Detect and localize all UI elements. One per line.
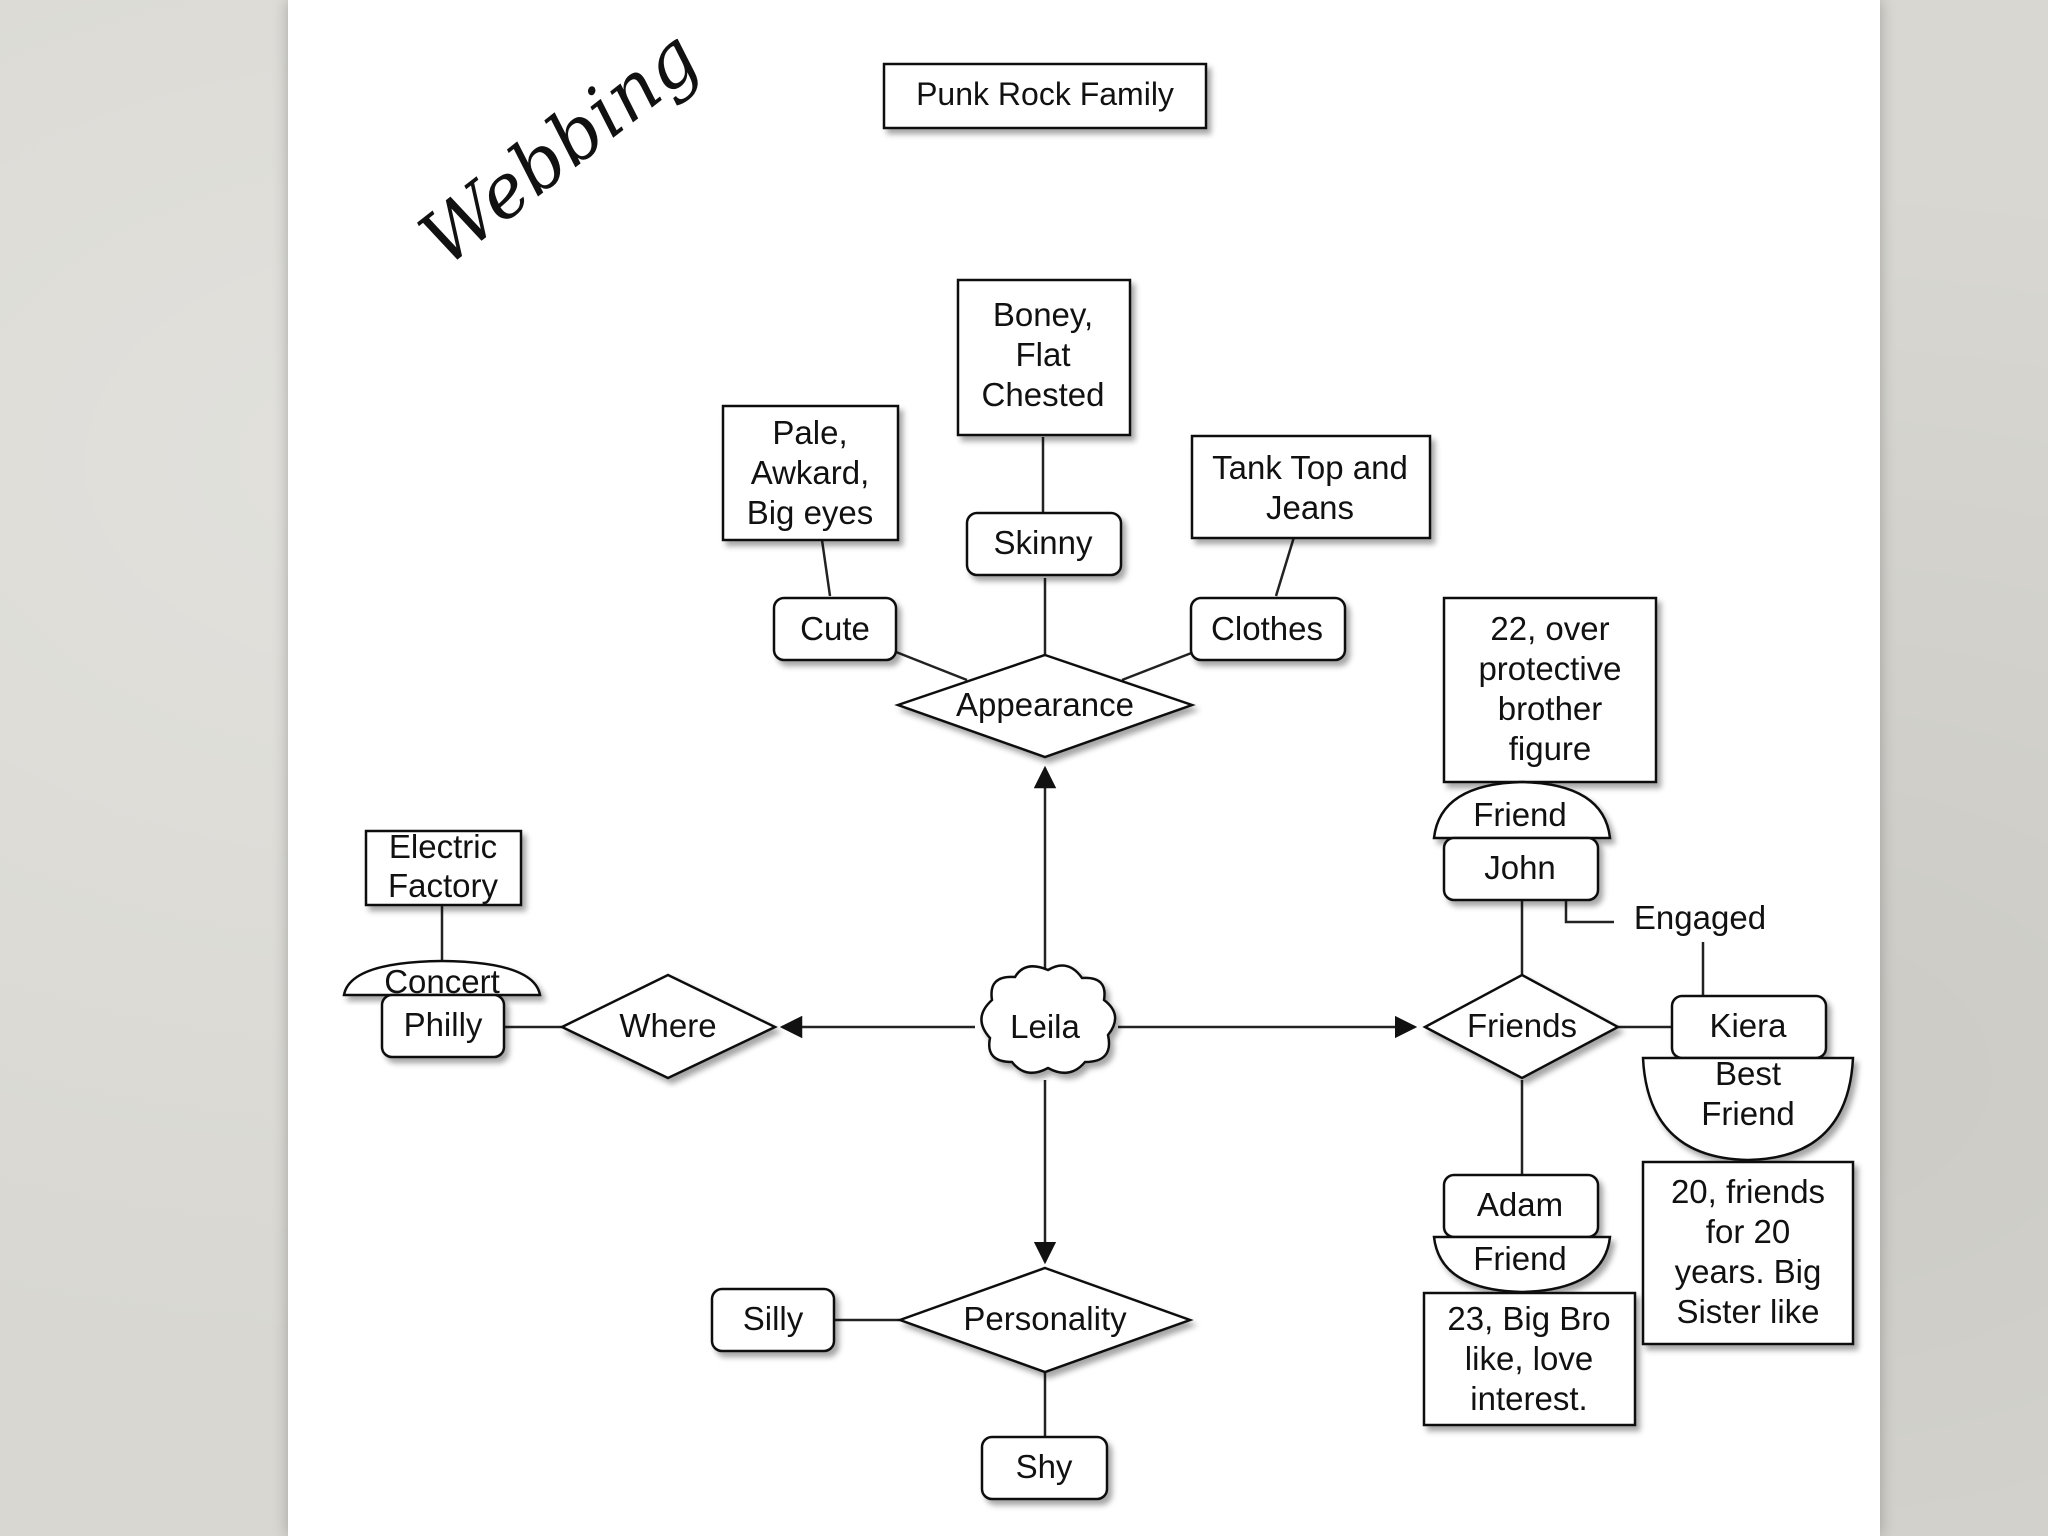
shy-node-label: Shy <box>1016 1448 1073 1485</box>
center-node-label: Leila <box>1010 1008 1080 1045</box>
link-appearance-cute <box>895 650 968 682</box>
venue-detail-line-1: Electric <box>389 828 497 865</box>
kiera-role-line-1: Best <box>1715 1055 1781 1092</box>
cute-detail-line-3: Big eyes <box>747 494 874 531</box>
where-hub[interactable]: Where <box>559 973 778 1080</box>
link-cute-detail <box>820 539 832 597</box>
adam-detail-box: 23, Big Bro like, love interest. <box>1422 1291 1637 1427</box>
kiera-node[interactable]: Kiera <box>1670 994 1828 1060</box>
john-node[interactable]: John <box>1442 836 1600 902</box>
silly-node[interactable]: Silly <box>710 1287 836 1353</box>
adam-role-label: Friend <box>1473 1240 1567 1277</box>
clothes-node-label: Clothes <box>1211 610 1323 647</box>
john-detail-line-1: 22, over <box>1490 610 1609 647</box>
john-detail-line-2: protective <box>1478 650 1621 687</box>
personality-hub-label: Personality <box>963 1300 1127 1337</box>
philly-node-label: Philly <box>404 1006 483 1043</box>
kiera-node-label: Kiera <box>1709 1007 1787 1044</box>
venue-detail-box: Electric Factory <box>364 828 523 907</box>
link-clothes-detail <box>1274 536 1296 597</box>
appearance-hub-label: Appearance <box>956 686 1134 723</box>
center-node-leila[interactable]: Leila <box>980 964 1117 1075</box>
cute-node[interactable]: Cute <box>772 596 898 662</box>
engaged-label: Engaged <box>1634 899 1766 936</box>
adam-detail-line-3: interest. <box>1470 1380 1587 1417</box>
adam-detail-line-1: 23, Big Bro <box>1447 1300 1610 1337</box>
skinny-node-label: Skinny <box>993 524 1093 561</box>
kiera-detail-line-2: for 20 <box>1706 1213 1790 1250</box>
skinny-node[interactable]: Skinny <box>965 511 1123 577</box>
kiera-detail-line-3: years. Big <box>1675 1253 1822 1290</box>
skinny-detail-line-3: Chested <box>982 376 1105 413</box>
connectors <box>440 437 1705 1436</box>
link-appearance-clothes <box>1121 650 1195 682</box>
shy-node[interactable]: Shy <box>980 1435 1109 1501</box>
skinny-detail-box: Boney, Flat Chested <box>956 278 1132 437</box>
personality-hub[interactable]: Personality <box>896 1266 1194 1374</box>
kiera-role-line-2: Friend <box>1701 1095 1795 1132</box>
skinny-detail-line-2: Flat <box>1015 336 1070 373</box>
john-role-label: Friend <box>1473 796 1567 833</box>
clothes-detail-box: Tank Top and Jeans <box>1190 434 1432 540</box>
appearance-hub[interactable]: Appearance <box>894 653 1196 759</box>
adam-node[interactable]: Adam <box>1442 1173 1600 1239</box>
venue-detail-line-2: Factory <box>388 867 499 904</box>
kiera-role-tab: Best Friend <box>1641 1055 1855 1162</box>
clothes-detail-line-1: Tank Top and <box>1212 449 1408 486</box>
silly-node-label: Silly <box>743 1300 804 1337</box>
cute-detail-line-2: Awkard, <box>751 454 870 491</box>
adam-node-label: Adam <box>1477 1186 1563 1223</box>
diagram-title: Punk Rock Family <box>882 62 1208 130</box>
cute-detail-line-1: Pale, <box>772 414 847 451</box>
cute-node-label: Cute <box>800 610 870 647</box>
john-detail-line-4: figure <box>1509 730 1592 767</box>
skinny-detail-line-1: Boney, <box>993 296 1093 333</box>
friends-hub-label: Friends <box>1467 1007 1577 1044</box>
adam-detail-line-2: like, love <box>1465 1340 1593 1377</box>
john-detail-box: 22, over protective brother figure <box>1442 596 1658 784</box>
where-hub-label: Where <box>619 1007 716 1044</box>
friends-hub[interactable]: Friends <box>1422 973 1621 1080</box>
cute-detail-box: Pale, Awkard, Big eyes <box>721 404 900 542</box>
diagram-title-text: Punk Rock Family <box>916 76 1174 112</box>
john-node-label: John <box>1484 849 1556 886</box>
kiera-detail-box: 20, friends for 20 years. Big Sister lik… <box>1641 1160 1855 1346</box>
clothes-detail-line-2: Jeans <box>1266 489 1354 526</box>
adam-role-tab: Friend <box>1432 1235 1612 1294</box>
link-john-engaged <box>1564 901 1614 924</box>
philly-node[interactable]: Philly <box>380 993 506 1059</box>
clothes-node[interactable]: Clothes <box>1189 596 1347 662</box>
kiera-detail-line-4: Sister like <box>1676 1293 1819 1330</box>
john-role-tab: Friend <box>1432 780 1612 840</box>
kiera-detail-line-1: 20, friends <box>1671 1173 1825 1210</box>
john-detail-line-3: brother <box>1498 690 1603 727</box>
